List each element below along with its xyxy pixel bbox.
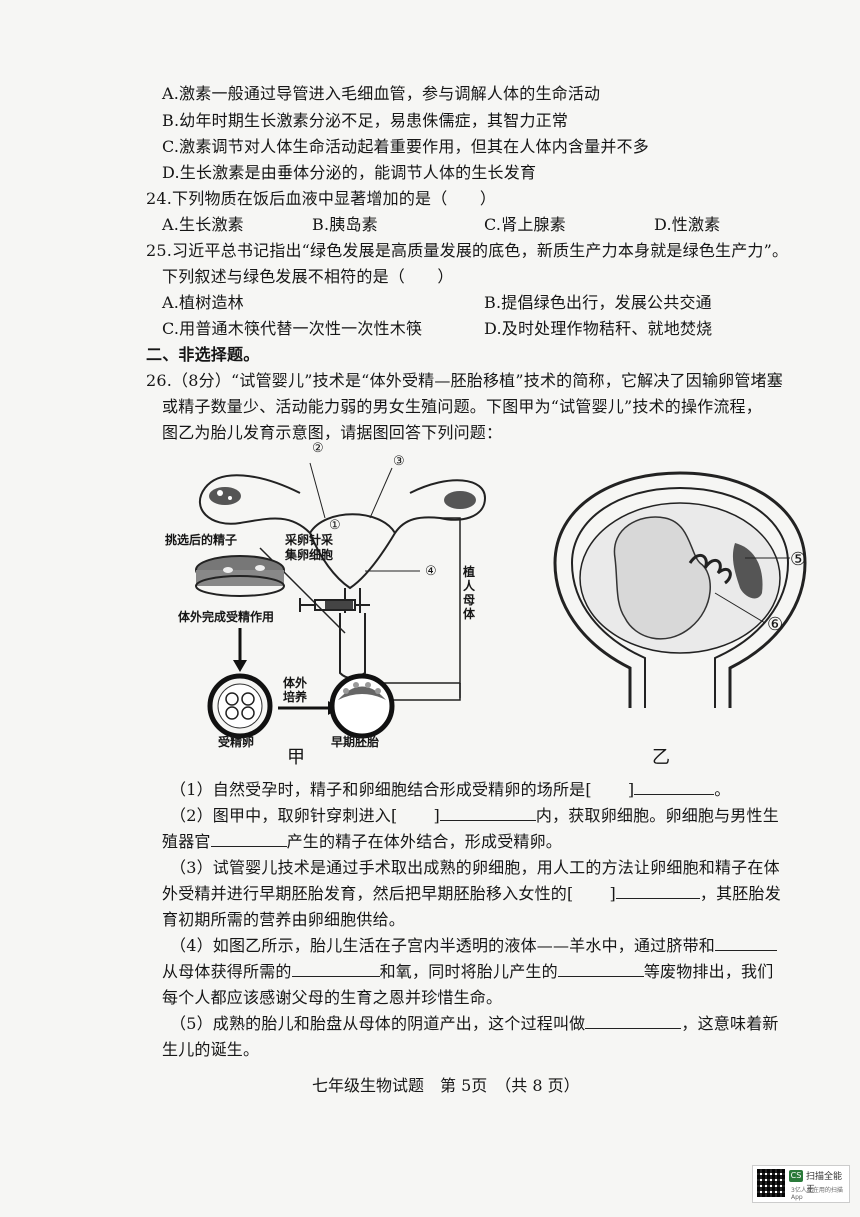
qr-code-icon [757,1169,785,1197]
q25-option-c: C.用普通木筷代替一次性一次性木筷 [162,319,423,338]
label-selected-sperm: 挑选后的精子 [165,533,238,547]
left-fallopian-tube [199,474,311,534]
q25-stem-2: 下列叙述与绿色发展不相符的是（ ） [162,267,454,286]
q23-option-c: C.激素调节对人体生命活动起着重要作用，但其在人体内含量并不多 [162,137,649,156]
section-title: 二、非选择题。 [146,345,260,364]
q25-option-d: D.及时处理作物秸秆、就地焚烧 [484,319,713,338]
placenta [732,543,763,599]
label-early-embryo: 早期胚胎 [331,735,380,749]
marker-6: ⑥ [767,614,784,635]
vagina [339,613,366,679]
q25-option-b: B.提倡绿色出行，发展公共交通 [484,293,712,312]
label-needle-2: 集卵细胞 [285,548,334,562]
q24-option-d: D.性激素 [654,215,721,234]
subq-2-line-2: 殖器官产生的精子在体外结合，形成受精卵。 [162,832,563,851]
answer-blank[interactable] [291,962,380,977]
marker-3: ③ [393,454,405,469]
q25-option-a: A.植树造林 [162,293,244,312]
subq-1: （1）自然受孕时，精子和卵细胞结合形成受精卵的场所是[]。 [170,780,731,799]
q23-option-b: B.幼年时期生长激素分泌不足，易患侏儒症，其智力正常 [162,111,569,130]
left-ovary [209,487,241,505]
label-zygote: 受精卵 [218,735,255,749]
marker-4: ④ [425,564,437,579]
uterus-inner [570,486,790,708]
page-footer: 七年级生物试题 第 5页 （共 8 页） [312,1076,580,1095]
uterus [308,513,397,590]
subq-4-line-1: （4）如图乙所示，胎儿生活在子宫内半透明的液体——羊水中，通过脐带和 [170,932,777,956]
label-needle-1: 采卵针采 [285,533,334,547]
right-ovary [444,491,476,509]
q24-option-a: A.生长激素 [162,215,244,234]
answer-blank[interactable] [557,962,644,977]
marker-5: ⑤ [790,549,807,570]
figure-yi-diagram [553,471,807,708]
q24-option-b: B.胰岛素 [312,215,378,234]
q24-option-c: C.肾上腺素 [484,215,566,234]
subq-5-line-1: （5）成熟的胎儿和胎盘从母体的阴道产出，这个过程叫做，这意味着新 [170,1014,779,1033]
camscanner-logo: CS [789,1170,803,1182]
q24-stem: 24.下列物质在饭后血液中显著增加的是（ ） [146,189,497,208]
q23-option-d: D.生长激素是由垂体分泌的，能调节人体的生长发育 [162,163,537,182]
q26-intro-3: 图乙为胎儿发育示意图，请据图回答下列问题： [162,423,503,442]
answer-blank[interactable] [615,884,700,899]
label-in-vitro-fertilization: 体外完成受精作用 [178,610,275,624]
caption-yi: 乙 [652,747,670,768]
subq-3-line-2: 外受精并进行早期胚胎发育，然后把早期胚胎移入女性的[]，其胚胎发 [162,884,781,903]
early-embryo [329,673,395,739]
uterus-outer [553,471,807,708]
figure-jia-diagram [195,462,487,739]
q23-option-a: A.激素一般通过导管进入毛细血管，参与调解人体的生命活动 [162,84,601,103]
label-culture-1: 体外 [283,676,308,690]
q25-stem-1: 25.习近平总书记指出“绿色发展是高质量发展的底色，新质生产力本身就是绿色生产力… [146,241,789,260]
fetus [613,516,711,640]
umbilical-cord [688,553,732,585]
answer-blank[interactable] [439,806,536,821]
q26-intro-1: 26.（8分）“试管婴儿”技术是“体外受精—胚胎移植”技术的简称，它解决了因输卵… [146,371,783,390]
zygote [207,673,273,739]
answer-blank[interactable] [210,832,287,847]
syringe-icon [299,598,370,612]
marker-1: ① [329,518,341,533]
label-implant: 植人母体 [463,565,476,621]
subq-2-line-1: （2）图甲中，取卵针穿刺进入[]内，获取卵细胞。卵细胞与男性生 [170,806,779,825]
marker-2: ② [312,441,324,456]
label-culture-2: 培养 [283,690,308,704]
scanner-subtitle: 3亿人都在用的扫描App [791,1187,843,1201]
caption-jia: 甲 [287,747,305,768]
right-fallopian-tube [394,479,487,534]
subq-3-line-3: 育初期所需的营养由卵细胞供给。 [162,910,406,929]
subq-4-line-3: 每个人都应该感谢父母的生育之恩并珍惜生命。 [162,988,503,1007]
answer-blank[interactable] [634,780,715,795]
answer-blank[interactable] [585,1014,682,1029]
scanner-watermark: CS 扫描全能王 3亿人都在用的扫描App [752,1165,850,1203]
answer-blank[interactable] [714,936,777,951]
subq-5-line-2: 生儿的诞生。 [162,1040,260,1059]
subq-3-line-1: （3）试管婴儿技术是通过手术取出成熟的卵细胞，用人工的方法让卵细胞和精子在体 [170,858,780,877]
scanner-title: 扫描全能王 [806,1172,843,1195]
subq-4-line-2: 从母体获得所需的和氧，同时将胎儿产生的等废物排出，我们 [162,962,774,981]
q26-intro-2: 或精子数量少、活动能力弱的男女生殖问题。下图甲为“试管婴儿”技术的操作流程， [162,397,762,416]
